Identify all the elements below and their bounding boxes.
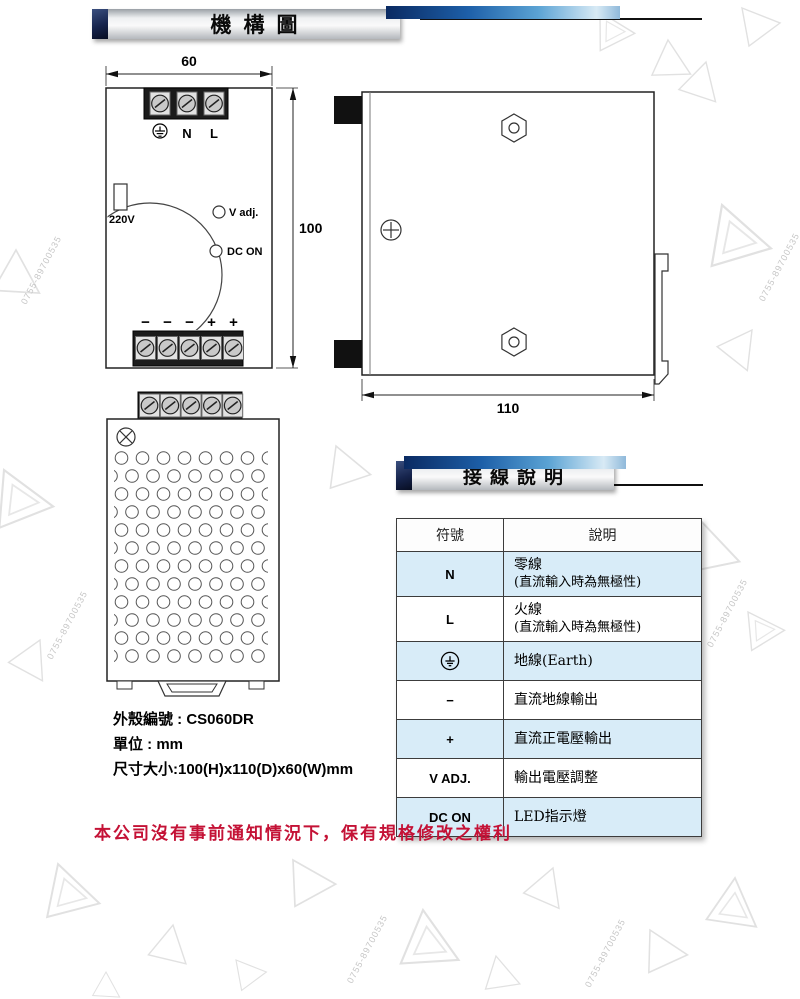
mounting-lug [334,96,362,124]
banner-rule-line [420,18,702,20]
banner-blue-stripe [404,456,626,469]
case-notes: 外殼編號 : CS060DR 單位 : mm 尺寸大小:100(H)x110(D… [113,707,353,782]
unit-line: 單位 : mm [113,736,184,753]
desc-subtext: (直流輸入時為無極性) [514,620,642,635]
hex-nut [501,113,527,143]
hex-nut [501,327,527,357]
symbol-n: N [396,551,504,597]
table-row: 地線(Earth) [396,641,702,681]
terminal-label-l: L [210,126,218,141]
desc-text: 輸出電壓調整 [514,769,598,786]
desc-text: 直流正電壓輸出 [514,730,612,747]
symbol-dcon: DC ON [396,797,504,837]
terminal-label-n: N [182,126,191,141]
table-row: − 直流地線輸出 [396,680,702,720]
polarity-sign: + [207,314,216,331]
table-row: N 零線 (直流輸入時為無極性) [396,551,702,597]
dim-depth-label: 110 [497,400,520,416]
desc-text: 直流地線輸出 [514,691,598,708]
size-line: 尺寸大小:100(H)x110(D)x60(W)mm [113,761,354,778]
desc-text: 火線 [514,602,542,618]
voltage-selector [113,183,128,211]
dim-depth: 110 [361,379,655,416]
earth-ground-icon [152,123,168,139]
voltage-label: 220V [109,214,135,226]
polarity-sign: − [185,314,194,331]
wiring-table: 符號 說明 N 零線 (直流輸入時為無極性) L 火線 (直流輸入時為無極性) [396,518,702,837]
dim-width: 60 [105,53,273,86]
symbol-minus: − [396,680,504,720]
dim-height: 100 [276,87,323,369]
front-view: N L 220V V adj. DC ON − − − + + [105,87,273,369]
banner-blue-stripe [386,6,620,19]
bottom-view [106,391,280,697]
symbol-plus: + [396,719,504,759]
foot [248,680,265,690]
vadj-potentiometer [212,205,226,219]
col-header-desc: 說明 [503,518,702,552]
symbol-earth [396,641,504,681]
ventilation-holes [114,450,268,666]
table-header-row: 符號 說明 [396,518,702,552]
section-banner-mechanical: 機構圖 [92,9,400,39]
desc-text: 零線 [514,557,542,573]
symbol-vadj: V ADJ. [396,758,504,798]
desc-subtext: (直流輸入時為無極性) [514,575,642,590]
screw-head-icon [380,219,402,241]
dim-width-label: 60 [181,53,197,69]
desc-text: LED指示燈 [514,808,587,825]
polarity-sign: − [141,314,150,331]
symbol-l: L [396,596,504,642]
earth-ground-icon [440,651,460,671]
output-connector [157,680,227,697]
table-row: + 直流正電壓輸出 [396,719,702,759]
screw-head-icon [116,427,136,447]
mounting-lug [334,340,362,368]
dcon-label: DC ON [227,246,263,258]
front-arc [107,202,223,330]
polarity-sign: + [229,314,238,331]
side-view [334,91,669,385]
foot [116,680,133,690]
dim-height-label: 100 [299,220,323,236]
dcon-led [209,244,223,258]
case-number-line: 外殼編號 : CS060DR [113,711,254,728]
banner-navy-cap [92,9,108,39]
table-row: V ADJ. 輸出電壓調整 [396,758,702,798]
polarity-sign: − [163,314,172,331]
table-row: DC ON LED指示燈 [396,797,702,837]
top-terminal-block [143,87,229,120]
din-rail-clip [654,253,669,385]
rear-terminal-block [137,391,244,420]
bottom-terminal-block [132,330,245,367]
section-title-mechanical: 機構圖 [108,9,400,39]
table-row: L 火線 (直流輸入時為無極性) [396,596,702,642]
banner-rule-line [608,484,703,486]
rights-notice: 本公司沒有事前通知情況下，保有規格修改之權利 [94,824,512,844]
col-header-symbol: 符號 [396,518,504,552]
vadj-label: V adj. [229,207,258,219]
desc-text: 地線(Earth) [514,652,593,669]
